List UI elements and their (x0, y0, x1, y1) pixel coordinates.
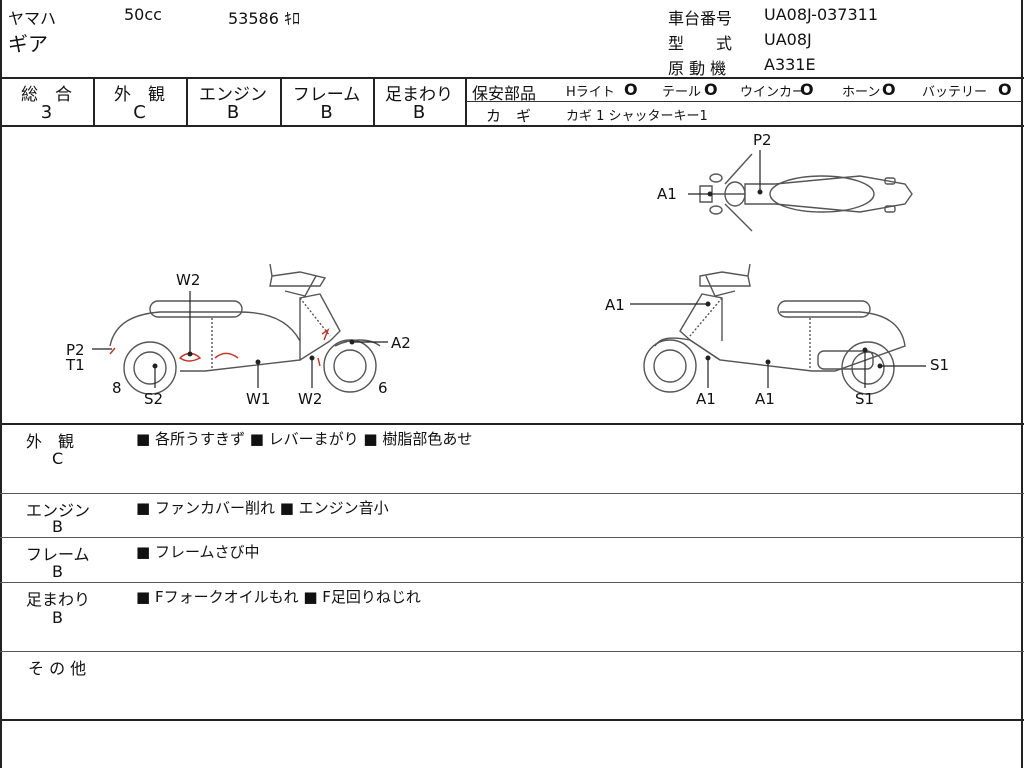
grade-value-overall: 3 (40, 102, 53, 123)
section-notes-engine: ■ ファンカバー削れ ■ エンジン音小 (136, 499, 389, 517)
divider (0, 582, 1024, 583)
safety-mark-headlight: O (624, 80, 638, 99)
safety-mark-horn: O (882, 80, 896, 99)
engine-code: A331E (764, 55, 816, 74)
safety-item-horn: ホーン (842, 85, 881, 100)
label-right-a1-left: A1 (696, 390, 716, 408)
section-label-other: そ の 他 (28, 659, 87, 678)
section-label-exterior: 外 観 (26, 432, 75, 451)
section-grade-suspension: B (52, 608, 63, 627)
section-notes-suspension: ■ Fフォークオイルもれ ■ F足回りねじれ (136, 588, 421, 606)
label-top-p2: P2 (753, 131, 772, 149)
maker: ヤマハ (8, 9, 57, 28)
divider (0, 125, 1024, 127)
engine-label: 原 動 機 (668, 59, 727, 78)
grade-label-overall: 総 合 (21, 85, 72, 105)
model-code-label: 型 式 (668, 34, 733, 53)
model-name: ギア (8, 32, 48, 56)
damage-diagram: P2 A1 W2 P2 T1 8 S2 W1 W2 A2 6 A1 A1 A1 … (65, 131, 949, 408)
divider (0, 651, 1024, 652)
label-right-s1-side: S1 (930, 356, 949, 374)
label-right-a1-right: A1 (755, 390, 775, 408)
grade-label-engine: エンジン (199, 85, 267, 105)
safety-item-battery: バッテリー (922, 85, 988, 100)
divider (0, 77, 1024, 79)
section-grade-engine: B (52, 517, 63, 536)
label-left-s2: S2 (144, 390, 163, 408)
safety-mark-tail: O (704, 80, 718, 99)
grade-value-suspension: B (412, 102, 426, 123)
label-left-8: 8 (112, 379, 122, 397)
mileage: 53586 ｷﾛ (228, 9, 300, 28)
section-label-frame: フレーム (26, 545, 90, 564)
label-right-s1-bottom: S1 (855, 390, 874, 408)
frame-no: UA08J-037311 (764, 5, 879, 24)
safety-mark-winker: O (800, 80, 814, 99)
divider (0, 719, 1024, 721)
section-grade-exterior: C (52, 449, 64, 468)
grade-label-exterior: 外 観 (114, 85, 165, 105)
grade-value-exterior: C (133, 102, 146, 123)
grade-value-frame: B (320, 102, 333, 123)
divider (0, 493, 1024, 494)
safety-item-winker: ウインカー (740, 85, 806, 100)
section-notes-frame: ■ フレームさび中 (136, 543, 260, 561)
key-value: カギ 1 シャッターキー1 (566, 109, 708, 124)
safety-label: 保安部品 (472, 84, 537, 103)
section-label-suspension: 足まわり (26, 590, 91, 609)
label-left-p2: P2 (66, 341, 85, 359)
divider (0, 423, 1024, 425)
scooter-top-view (699, 153, 913, 232)
grade-label-frame: フレーム (292, 85, 361, 105)
section-notes-exterior: ■ 各所うすきず ■ レバーまがり ■ 樹脂部色あせ (136, 430, 473, 448)
scooter-left-view (109, 263, 381, 395)
grade-value-engine: B (226, 102, 240, 123)
label-left-w1: W1 (246, 390, 270, 408)
displacement: 50cc (124, 5, 162, 24)
label-left-a2: A2 (391, 334, 411, 352)
model-code: UA08J (764, 30, 812, 49)
label-left-6: 6 (378, 379, 388, 397)
divider (0, 537, 1024, 538)
label-left-t1: T1 (65, 356, 85, 374)
scooter-right-view (643, 263, 906, 395)
safety-mark-battery: O (998, 80, 1012, 99)
safety-item-tail: テール (662, 85, 702, 100)
section-label-engine: エンジン (26, 501, 91, 520)
label-right-a1-top: A1 (605, 296, 625, 314)
label-top-a1: A1 (657, 185, 677, 203)
label-left-w2-bottom: W2 (298, 390, 322, 408)
key-label: カ ギ (486, 107, 532, 125)
section-grade-frame: B (52, 562, 63, 581)
safety-item-headlight: Hライト (566, 85, 615, 100)
frame-no-label: 車台番号 (668, 9, 733, 28)
grade-label-suspension: 足まわり (385, 85, 453, 105)
label-left-w2-top: W2 (176, 271, 200, 289)
